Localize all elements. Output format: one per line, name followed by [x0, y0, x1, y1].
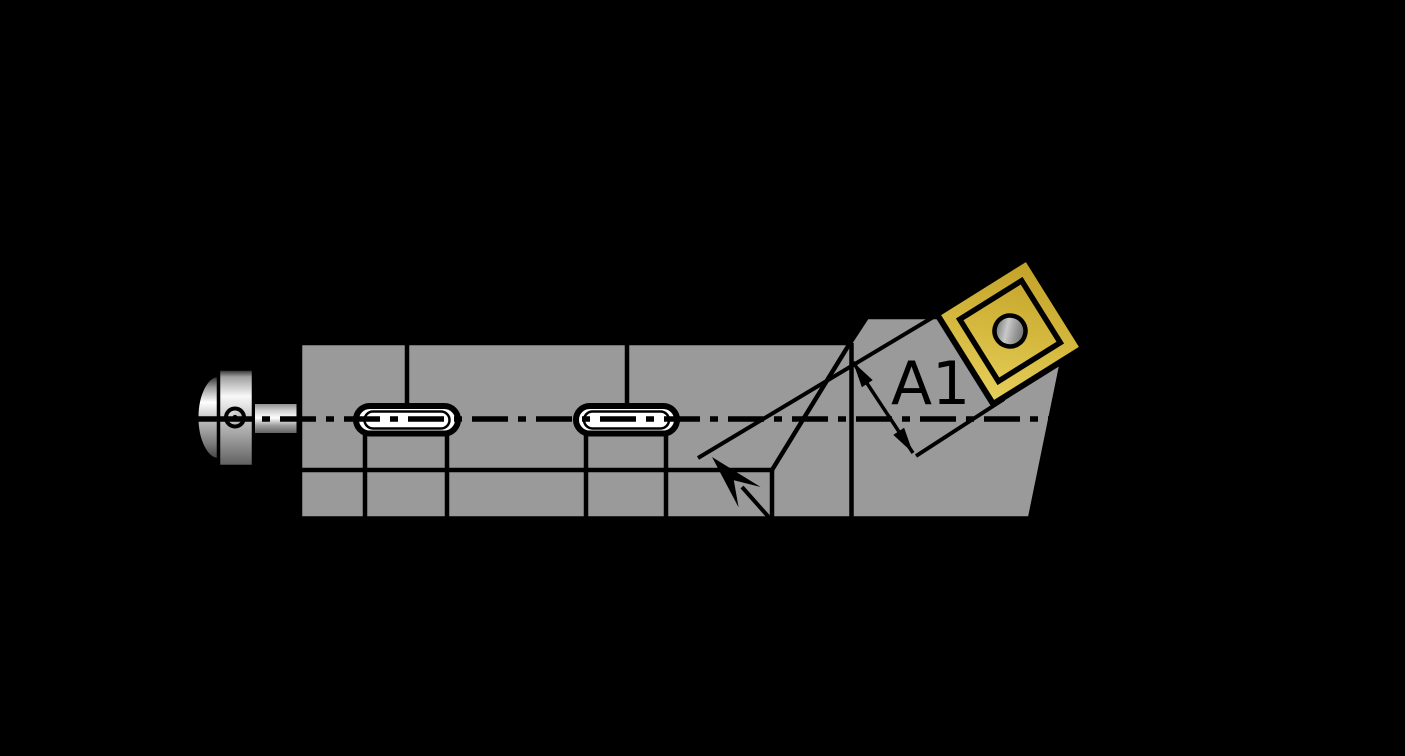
insert-top-edge-extension-line — [696, 311, 942, 460]
leader-arrowhead-icon — [712, 457, 761, 508]
a1-arrowhead-upper-icon — [853, 362, 873, 388]
cutting-edge-leader-arrow — [712, 457, 772, 520]
indexable-insert — [932, 253, 1088, 409]
insert-bottom-edge-extension-line — [914, 397, 1006, 458]
a1-arrowhead-lower-icon — [893, 427, 913, 453]
a1-dimension-label: A1 — [891, 349, 970, 419]
leader-arrow-shaft — [740, 485, 772, 520]
insert-screw-hole — [992, 313, 1028, 349]
head-joint-chamfer-line — [770, 341, 852, 472]
screw-center-dot — [232, 414, 238, 421]
centerline — [194, 414, 1050, 422]
body-feature-lines — [300, 341, 854, 519]
a1-dimension: A1 — [851, 349, 970, 454]
insert-inner-outline — [955, 276, 1065, 386]
